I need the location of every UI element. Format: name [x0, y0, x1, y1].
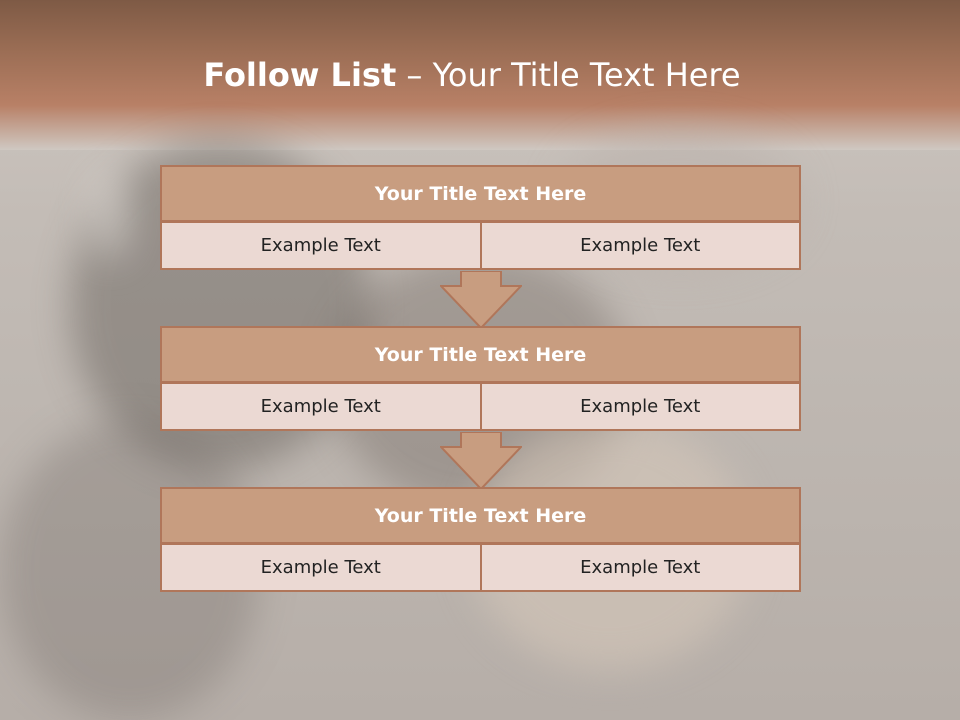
down-arrow-icon — [440, 432, 522, 490]
step-block-1: Your Title Text Here Example Text Exampl… — [160, 165, 801, 270]
down-arrow-icon — [440, 271, 522, 329]
step-row: Example Text Example Text — [160, 221, 801, 270]
step-cell-right: Example Text — [479, 543, 801, 592]
step-row: Example Text Example Text — [160, 382, 801, 431]
slide-title-bold: Follow List — [203, 56, 397, 94]
step-cell-left: Example Text — [160, 382, 482, 431]
step-cell-left: Example Text — [160, 221, 482, 270]
step-row: Example Text Example Text — [160, 543, 801, 592]
step-block-2: Your Title Text Here Example Text Exampl… — [160, 326, 801, 431]
slide-title: Follow List – Your Title Text Here — [0, 56, 944, 94]
step-title: Your Title Text Here — [160, 487, 801, 544]
step-cell-right: Example Text — [479, 382, 801, 431]
photo-shape — [90, 170, 130, 260]
top-band — [0, 0, 960, 150]
slide-title-rest: – Your Title Text Here — [396, 56, 741, 94]
step-title: Your Title Text Here — [160, 326, 801, 383]
step-cell-right: Example Text — [479, 221, 801, 270]
step-block-3: Your Title Text Here Example Text Exampl… — [160, 487, 801, 592]
step-cell-left: Example Text — [160, 543, 482, 592]
step-title: Your Title Text Here — [160, 165, 801, 222]
